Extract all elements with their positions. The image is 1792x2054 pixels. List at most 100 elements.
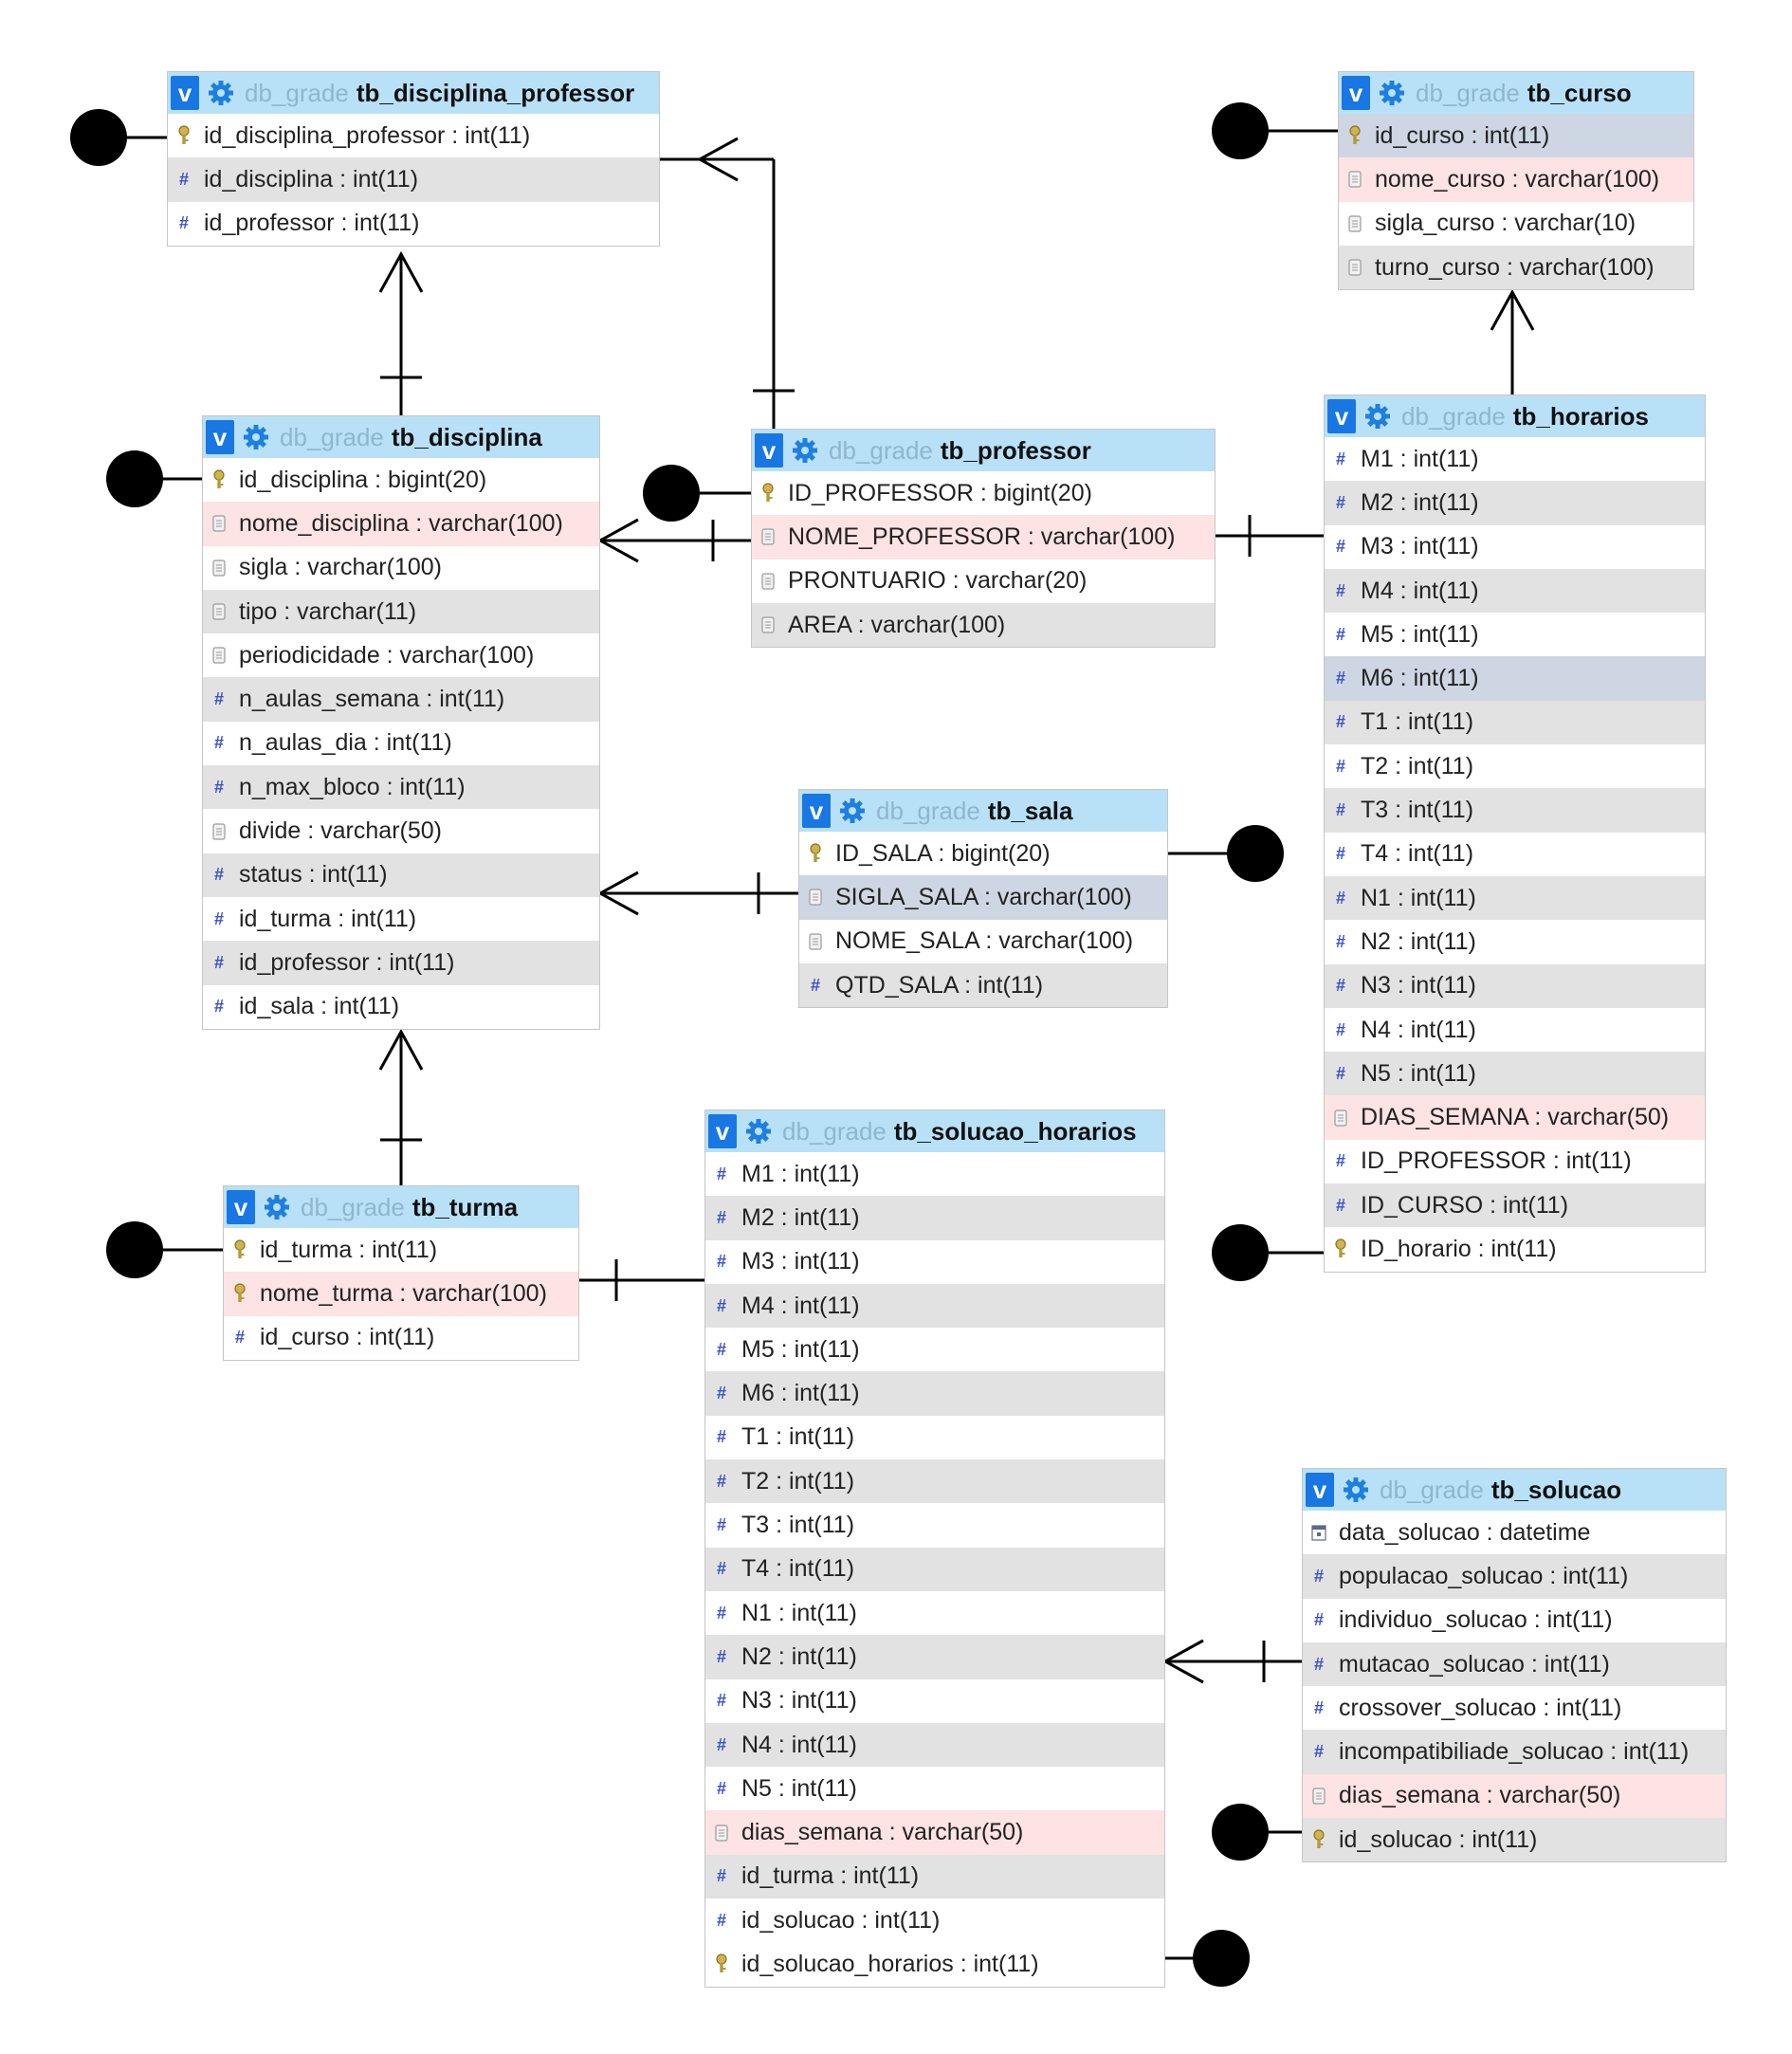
column-row[interactable]: tipo : varchar(11)	[203, 589, 599, 634]
column-row[interactable]: AREA : varchar(100)	[752, 602, 1215, 648]
column-row[interactable]: #id_turma : int(11)	[705, 1854, 1164, 1899]
column-row[interactable]: NOME_SALA : varchar(100)	[799, 920, 1167, 963]
column-row[interactable]: #N3 : int(11)	[1325, 963, 1705, 1008]
column-row[interactable]: #crossover_solucao : int(11)	[1303, 1686, 1726, 1730]
column-row[interactable]: #T3 : int(11)	[1325, 788, 1705, 833]
column-row[interactable]: periodicidade : varchar(100)	[203, 633, 599, 677]
column-row[interactable]: #N5 : int(11)	[1325, 1052, 1705, 1096]
column-row[interactable]: #ID_CURSO : int(11)	[1325, 1183, 1705, 1228]
column-row[interactable]: #incompatibiliade_solucao : int(11)	[1303, 1730, 1726, 1774]
column-row[interactable]: #M2 : int(11)	[705, 1196, 1164, 1240]
column-row[interactable]: #M5 : int(11)	[1325, 613, 1705, 656]
column-row[interactable]: NOME_PROFESSOR : varchar(100)	[752, 515, 1215, 559]
column-row[interactable]: nome_disciplina : varchar(100)	[203, 502, 599, 546]
column-row[interactable]: #M3 : int(11)	[705, 1240, 1164, 1284]
column-row[interactable]: #ID_PROFESSOR : int(11)	[1325, 1140, 1705, 1183]
gear-icon[interactable]	[263, 1193, 291, 1221]
column-row[interactable]: nome_curso : varchar(100)	[1339, 157, 1693, 202]
gear-icon[interactable]	[838, 797, 867, 825]
column-row[interactable]: #N2 : int(11)	[705, 1635, 1164, 1679]
column-row[interactable]: DIAS_SEMANA : varchar(50)	[1325, 1095, 1705, 1140]
column-row[interactable]: id_solucao_horarios : int(11)	[705, 1942, 1164, 1986]
column-row[interactable]: #N3 : int(11)	[705, 1679, 1164, 1723]
column-row[interactable]: #M1 : int(11)	[705, 1152, 1164, 1196]
column-row[interactable]: #M5 : int(11)	[705, 1328, 1164, 1371]
table-name[interactable]: tb_horarios	[1512, 401, 1649, 431]
column-row[interactable]: ID_horario : int(11)	[1325, 1227, 1705, 1271]
gear-icon[interactable]	[744, 1117, 773, 1146]
column-row[interactable]: ID_SALA : bigint(20)	[799, 832, 1167, 875]
column-row[interactable]: #n_max_bloco : int(11)	[203, 765, 599, 810]
column-row[interactable]: #individuo_solucao : int(11)	[1303, 1599, 1726, 1642]
table-name[interactable]: tb_sala	[987, 796, 1073, 825]
column-row[interactable]: id_disciplina_professor : int(11)	[168, 114, 659, 157]
collapse-toggle-icon[interactable]: v	[206, 420, 234, 454]
column-row[interactable]: #n_aulas_semana : int(11)	[203, 677, 599, 722]
gear-icon[interactable]	[242, 423, 270, 451]
column-row[interactable]: data_solucao : datetime	[1303, 1511, 1726, 1554]
table-name[interactable]: tb_curso	[1527, 78, 1632, 107]
gear-icon[interactable]	[1342, 1476, 1370, 1504]
gear-icon[interactable]	[207, 79, 235, 107]
column-row[interactable]: #N4 : int(11)	[705, 1722, 1164, 1768]
column-row[interactable]: #id_turma : int(11)	[203, 897, 599, 941]
column-row[interactable]: #populacao_solucao : int(11)	[1303, 1554, 1726, 1599]
column-row[interactable]: PRONTUARIO : varchar(20)	[752, 559, 1215, 603]
column-row[interactable]: #M1 : int(11)	[1325, 437, 1705, 481]
column-row[interactable]: #M4 : int(11)	[705, 1283, 1164, 1329]
column-row[interactable]: #T1 : int(11)	[705, 1416, 1164, 1459]
column-row[interactable]: dias_semana : varchar(50)	[705, 1810, 1164, 1855]
column-row[interactable]: #id_curso : int(11)	[224, 1316, 578, 1360]
column-row[interactable]: sigla : varchar(100)	[203, 546, 599, 590]
column-row[interactable]: #N4 : int(11)	[1325, 1008, 1705, 1052]
column-row[interactable]: ID_PROFESSOR : bigint(20)	[752, 471, 1215, 515]
column-row[interactable]: #M6 : int(11)	[1325, 656, 1705, 701]
collapse-toggle-icon[interactable]: v	[227, 1190, 255, 1224]
column-row[interactable]: #T4 : int(11)	[1325, 833, 1705, 876]
column-row[interactable]: #M2 : int(11)	[1325, 481, 1705, 525]
column-row[interactable]: #id_professor : int(11)	[168, 202, 659, 246]
collapse-toggle-icon[interactable]: v	[708, 1114, 737, 1148]
column-row[interactable]: #n_aulas_dia : int(11)	[203, 722, 599, 765]
table-name[interactable]: tb_solucao_horarios	[893, 1116, 1137, 1146]
column-row[interactable]: #N1 : int(11)	[705, 1591, 1164, 1635]
column-row[interactable]: #T4 : int(11)	[705, 1547, 1164, 1591]
column-row[interactable]: #T3 : int(11)	[705, 1503, 1164, 1547]
collapse-toggle-icon[interactable]: v	[802, 794, 831, 828]
gear-icon[interactable]	[1363, 402, 1392, 431]
column-row[interactable]: divide : varchar(50)	[203, 809, 599, 853]
column-row[interactable]: id_solucao : int(11)	[1303, 1818, 1726, 1862]
column-row[interactable]: SIGLA_SALA : varchar(100)	[799, 875, 1167, 920]
column-row[interactable]: #M6 : int(11)	[705, 1371, 1164, 1416]
table-name[interactable]: tb_professor	[940, 435, 1091, 465]
column-row[interactable]: #QTD_SALA : int(11)	[799, 963, 1167, 1008]
column-row[interactable]: #status : int(11)	[203, 853, 599, 897]
column-row[interactable]: #M3 : int(11)	[1325, 525, 1705, 569]
column-row[interactable]: #id_disciplina : int(11)	[168, 157, 659, 202]
column-row[interactable]: #id_professor : int(11)	[203, 941, 599, 985]
column-row[interactable]: id_curso : int(11)	[1339, 114, 1693, 158]
column-row[interactable]: id_disciplina : bigint(20)	[203, 458, 599, 502]
collapse-toggle-icon[interactable]: v	[1342, 76, 1370, 110]
table-name[interactable]: tb_turma	[411, 1192, 519, 1221]
table-name[interactable]: tb_disciplina_professor	[356, 78, 635, 107]
column-row[interactable]: #N1 : int(11)	[1325, 875, 1705, 921]
gear-icon[interactable]	[791, 436, 819, 465]
collapse-toggle-icon[interactable]: v	[171, 76, 199, 110]
column-row[interactable]: #T2 : int(11)	[1325, 744, 1705, 788]
